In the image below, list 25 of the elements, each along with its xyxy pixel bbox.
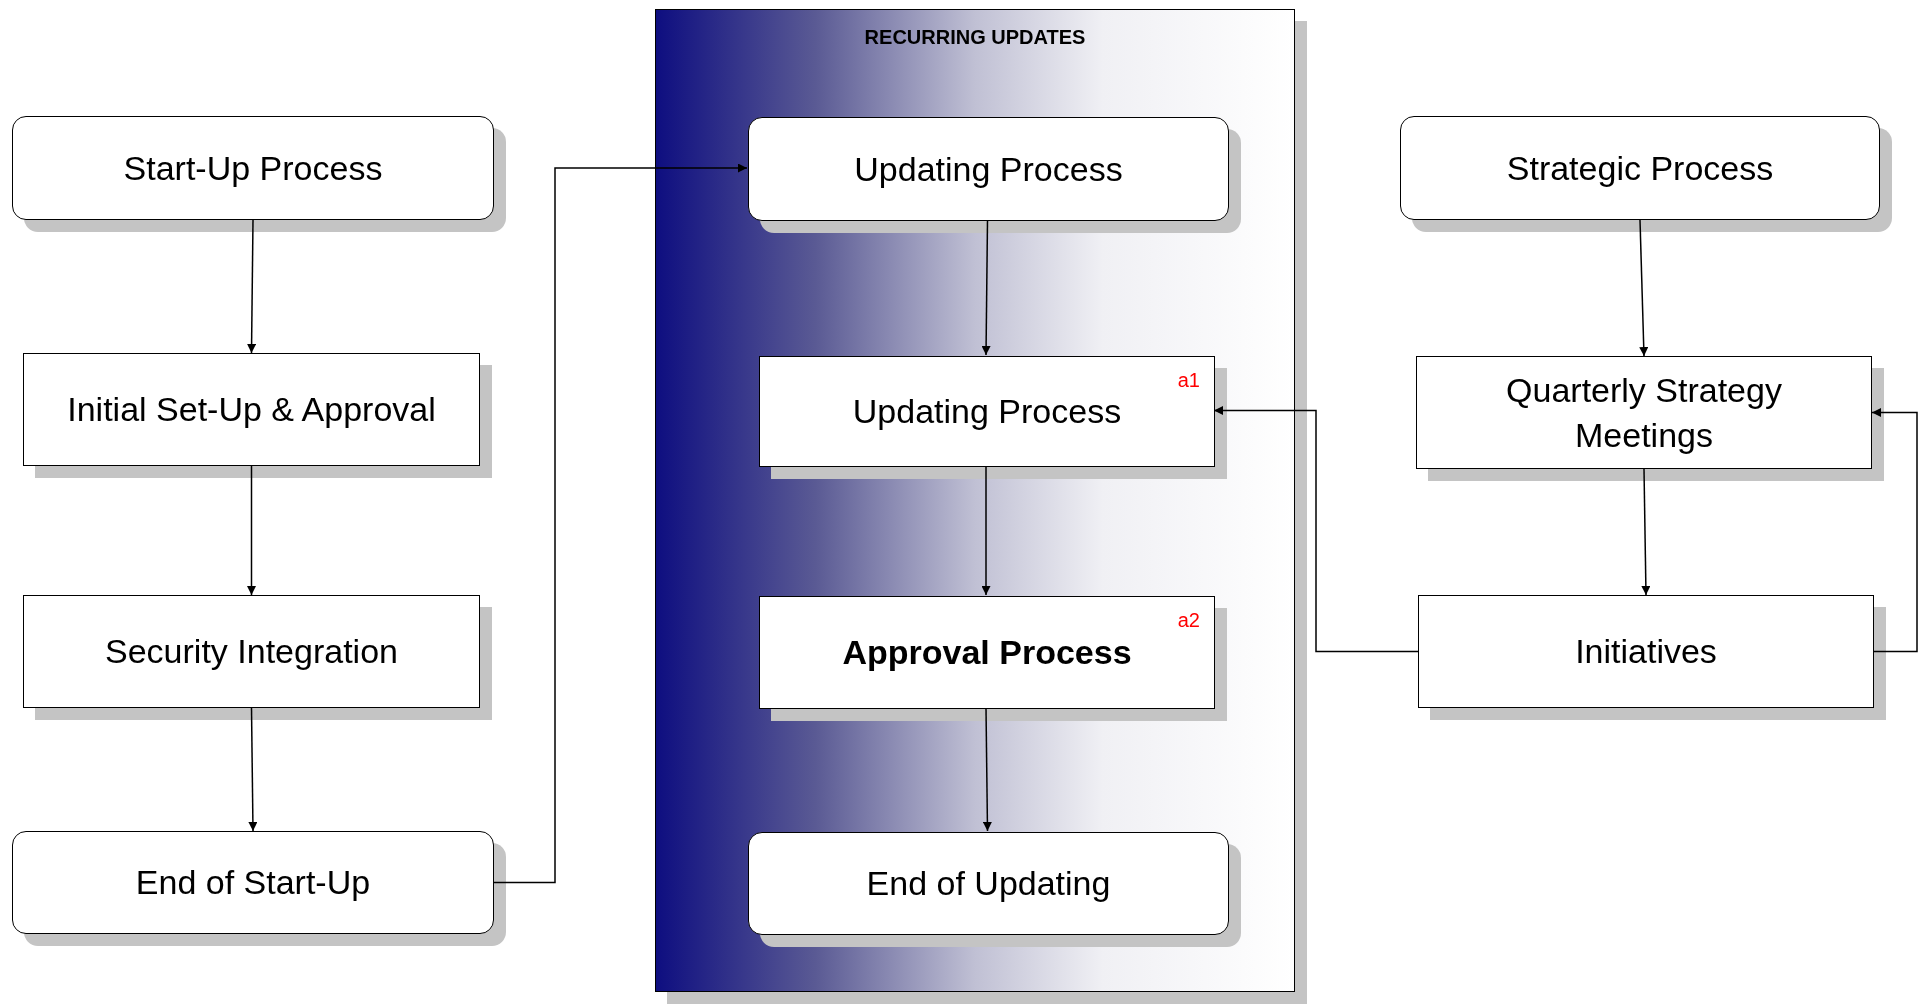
arrow bbox=[247, 465, 256, 596]
node-label: Initial Set-Up & Approval bbox=[66, 389, 437, 431]
group-title: RECURRING UPDATES bbox=[863, 25, 1087, 50]
arrow bbox=[248, 707, 258, 832]
arrow bbox=[1641, 468, 1651, 596]
arrow bbox=[247, 219, 257, 354]
node-label: Start-Up Process bbox=[122, 147, 384, 189]
node-label: Updating Process bbox=[853, 148, 1124, 190]
arrow bbox=[1871, 408, 1918, 653]
arrow bbox=[981, 465, 991, 596]
reference-mark: a1 bbox=[1177, 368, 1200, 393]
node-label: Updating Process bbox=[851, 391, 1123, 433]
arrow bbox=[1213, 406, 1419, 653]
arrow bbox=[981, 219, 991, 356]
node-label: End of Updating bbox=[865, 863, 1112, 905]
reference-mark: a2 bbox=[1177, 608, 1200, 633]
arrow bbox=[493, 163, 748, 884]
node-label: Quarterly Strategy Meetings bbox=[1505, 370, 1783, 456]
node-label: Initiatives bbox=[1574, 631, 1718, 673]
node-label: End of Start-Up bbox=[134, 862, 372, 904]
node-label: Security Integration bbox=[104, 631, 399, 673]
arrow bbox=[1639, 219, 1649, 357]
node-label: Strategic Process bbox=[1505, 147, 1775, 189]
node-label: Approval Process bbox=[841, 632, 1133, 674]
arrow bbox=[982, 707, 992, 832]
